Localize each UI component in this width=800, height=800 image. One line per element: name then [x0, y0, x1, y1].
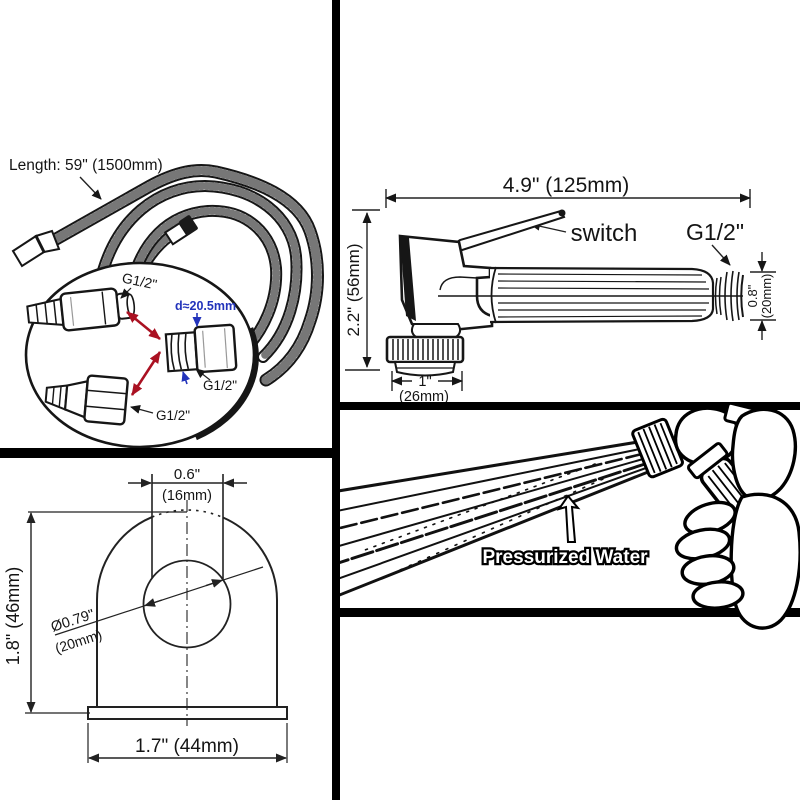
sprayer-nozzle-cap [393, 361, 457, 377]
slot-dimension: 0.6" (16mm) [128, 466, 247, 504]
inset-hose-connector-top [26, 287, 136, 332]
hose-strand-middle [94, 179, 303, 363]
dim-arrow [144, 598, 163, 607]
sprayer-handle-ribs [497, 273, 710, 318]
base-dimension: 1.7" (44mm) [87, 723, 288, 763]
inset-thread-top-label: G1/2" [121, 269, 159, 292]
inset-thread-mid-arrow [195, 368, 211, 381]
nozzle-in-label: 1" [418, 374, 431, 390]
hose-strand-outer [35, 164, 324, 387]
inset-hose-connector-bottom [44, 374, 129, 426]
red-arrow-lower [130, 351, 162, 396]
sprayer-handle-collar [490, 266, 497, 324]
hand-finger [691, 580, 745, 610]
inset-thread-bottom-label: G1/2" [156, 408, 190, 423]
hose-length-arrow [79, 176, 102, 200]
overall-length-label: 4.9" (125mm) [503, 174, 630, 197]
hand [674, 407, 800, 630]
pressurized-water-arrow [556, 494, 581, 543]
sprayer-threads [724, 270, 740, 322]
thread-arrow [711, 244, 731, 266]
sprayer-knurl-lines [392, 339, 459, 360]
hose-coil [35, 164, 324, 387]
sprayer-panel: 4.9" (125mm) 2.2" (56mm) switch G1/2" [344, 174, 776, 402]
slot-in-label: 0.6" [174, 466, 200, 483]
hose-length-label: Length: 59" (1500mm) [9, 157, 163, 174]
bracket-base [87, 706, 288, 720]
bracket-panel: 0.6" (16mm) 1.8" (46mm) Ø0.79" (20mm) [3, 466, 288, 763]
sprayer-head-shading [400, 236, 416, 321]
inset-thread-mid-blue-arrow [181, 371, 191, 385]
left-horizontal-divider [0, 448, 332, 458]
bracket-outer-right [222, 516, 278, 707]
sprayer-drawing [385, 209, 744, 377]
outlet-dimension: 0.8" (20mm) [745, 252, 776, 340]
height-label: 1.8" (46mm) [3, 567, 23, 665]
base-label: 1.7" (44mm) [135, 736, 239, 757]
hose-strand-inner [124, 204, 283, 359]
hose-end-fitting [11, 229, 61, 268]
sprayer-bell [410, 323, 462, 338]
nozzle-dimension: 1" (26mm) [391, 371, 463, 402]
inset-thread-mid-label: G1/2" [203, 378, 237, 393]
outlet-mm-label: (20mm) [759, 274, 774, 319]
usage-bottom-border [340, 608, 800, 617]
sprayer-groove [714, 276, 722, 316]
hand-palm [729, 492, 800, 630]
sprayer-inner-passage [439, 276, 478, 291]
bracket-drawing [87, 474, 288, 726]
usage-top-border [340, 402, 800, 410]
usage-panel: Pressurized Water [340, 402, 800, 630]
pressurized-water-label: Pressurized Water [482, 547, 648, 568]
sprayer-lever [446, 209, 566, 254]
sprayer-lever-knob [558, 209, 566, 217]
height-dimension: 1.8" (46mm) [3, 511, 187, 714]
hand-thumb [730, 407, 797, 502]
hose-clip-end [163, 215, 198, 246]
vertical-divider [332, 0, 340, 800]
thread-label: G1/2" [686, 219, 744, 245]
inset-thread-top-arrow [120, 287, 132, 299]
hose-panel: Length: 59" (1500mm) [9, 157, 324, 448]
nozzle-mm-label: (26mm) [399, 389, 449, 402]
switch-label: switch [571, 220, 638, 247]
red-arrow-upper [126, 310, 161, 341]
inset-diameter-label: d≈20.5mm [175, 299, 236, 313]
slot-mm-label: (16mm) [162, 488, 212, 504]
hole-dimension: Ø0.79" (20mm) [49, 566, 264, 656]
sprayer-thread-end [740, 274, 744, 318]
inset-threaded-fitting [164, 323, 238, 374]
dim-arrow [205, 579, 223, 588]
inset-thread-bottom-arrow [130, 405, 154, 414]
overall-height-label: 2.2" (56mm) [344, 244, 363, 337]
bracket-outer-left [96, 516, 153, 707]
connector-inset: G1/2" d≈20.5mm G1/2" G1/2" [24, 261, 259, 448]
water-jet [340, 440, 650, 597]
sprayer-handle-outline [489, 266, 715, 324]
outlet-in-label: 0.8" [745, 284, 760, 307]
